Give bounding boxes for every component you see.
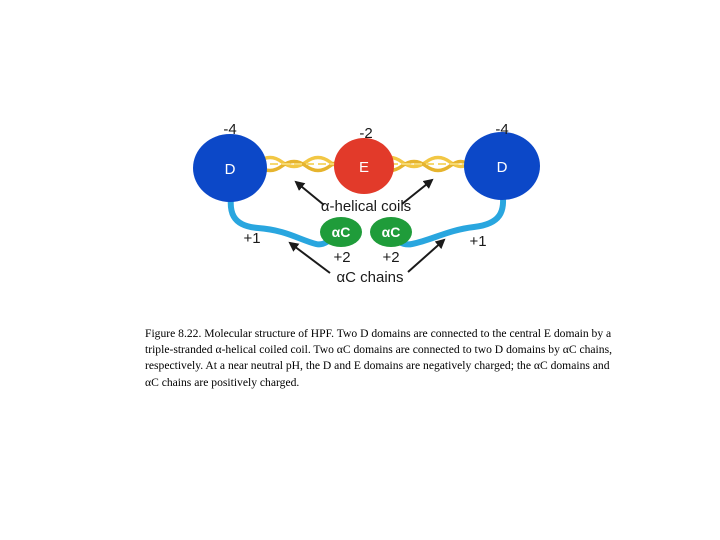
ac-chains-label: αC chains <box>336 269 403 286</box>
left-d-charge: -4 <box>223 121 236 138</box>
e-charge: -2 <box>359 125 372 142</box>
arrow-to-right-coil <box>402 180 432 204</box>
left-chain-charge: +1 <box>243 230 260 247</box>
figure-caption: Figure 8.22. Molecular structure of HPF.… <box>145 326 615 391</box>
e-label: E <box>359 159 369 176</box>
right-chain-charge: +1 <box>469 233 486 250</box>
right-d-charge: -4 <box>495 121 508 138</box>
right-ac-label: αC <box>382 224 401 240</box>
left-ac-label: αC <box>332 224 351 240</box>
left-ac-charge: +2 <box>333 249 350 266</box>
right-d-label: D <box>497 159 508 176</box>
left-d-label: D <box>225 161 236 178</box>
hpf-structure-diagram: D E D αC αC -4 -2 -4 +1 +1 +2 +2 α-helic… <box>0 0 720 300</box>
arrow-to-left-coil <box>296 182 324 205</box>
helical-coils-label: α-helical coils <box>321 198 411 215</box>
right-ac-charge: +2 <box>382 249 399 266</box>
arrow-to-left-chain <box>290 243 330 273</box>
